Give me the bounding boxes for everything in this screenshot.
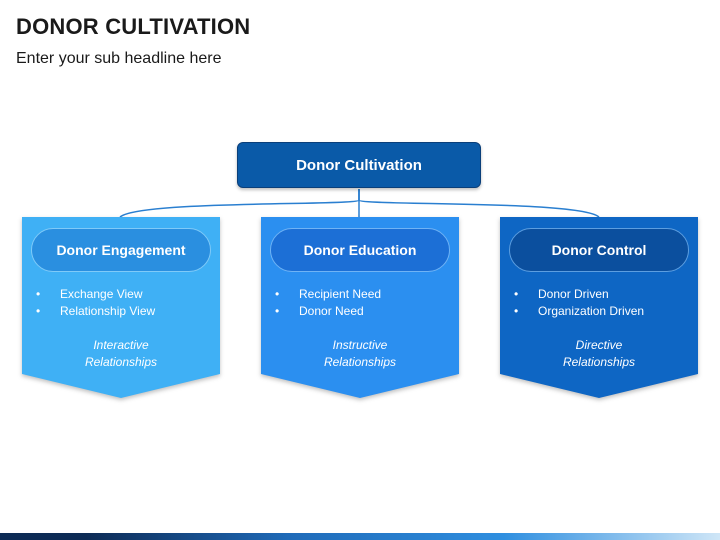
card-note: Interactive Relationships	[84, 338, 158, 369]
card-heading: Donor Education	[303, 242, 417, 258]
root-node: Donor Cultivation	[237, 142, 481, 188]
card-heading-pill: Donor Engagement	[31, 228, 211, 272]
card-heading-pill: Donor Control	[509, 228, 689, 272]
list-item: •Exchange View	[36, 287, 143, 301]
card-note: Instructive Relationships	[323, 338, 397, 369]
card-bullet-list: •Exchange View •Relationship View	[36, 286, 155, 320]
bullet-icon: •	[36, 287, 41, 301]
card-bullet-list: •Donor Driven •Organization Driven	[514, 286, 644, 320]
list-item: •Donor Driven	[514, 287, 609, 301]
card-note: Directive Relationships	[562, 338, 636, 369]
bullet-icon: •	[275, 287, 280, 301]
card-donor-control: Donor Control •Donor Driven •Organizatio…	[500, 217, 698, 399]
card-heading: Donor Control	[551, 242, 647, 258]
list-item: •Relationship View	[36, 304, 156, 318]
root-node-label: Donor Cultivation	[296, 156, 422, 174]
bullet-icon: •	[275, 304, 280, 318]
card-donor-engagement: Donor Engagement •Exchange View •Relatio…	[22, 217, 220, 399]
list-item: •Recipient Need	[275, 287, 382, 301]
bullet-icon: •	[514, 304, 519, 318]
card-heading: Donor Engagement	[56, 242, 186, 258]
page-subtitle: Enter your sub headline here	[16, 50, 222, 67]
connector-left	[119, 189, 360, 218]
page-title: DONOR CULTIVATION	[16, 14, 251, 39]
bullet-icon: •	[514, 287, 519, 301]
card-bullet-list: •Recipient Need •Donor Need	[275, 286, 381, 320]
connector-right	[358, 189, 600, 218]
footer-gradient-bar	[0, 533, 720, 540]
list-item: •Organization Driven	[514, 304, 645, 318]
card-donor-education: Donor Education •Recipient Need •Donor N…	[261, 217, 459, 399]
card-heading-pill: Donor Education	[270, 228, 450, 272]
list-item: •Donor Need	[275, 304, 364, 318]
bullet-icon: •	[36, 304, 41, 318]
